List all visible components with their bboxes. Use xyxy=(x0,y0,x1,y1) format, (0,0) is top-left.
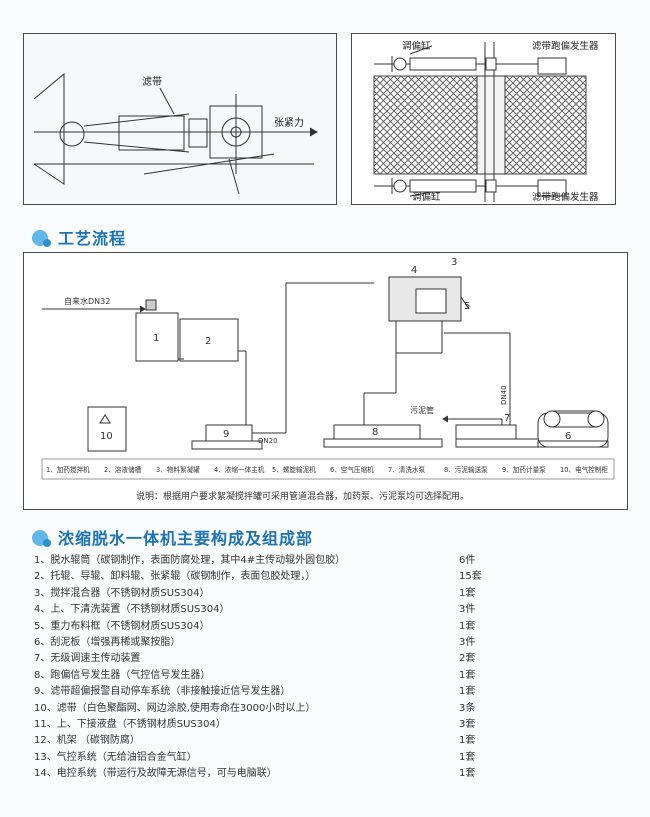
list-item: 6、刮泥板（增强再稀或聚按脂） 3件 xyxy=(34,635,604,651)
list-item: 14、电控系统（带运行及故障无源信号，可与电脑联） 1套 xyxy=(34,766,604,782)
part-qty: 6件 xyxy=(459,555,476,566)
list-item: 11、上、下接液盘（不锈钢材质SUS304） 3套 xyxy=(34,717,604,733)
list-item: 10、滤带（白色聚酯网、网边涂胶,使用寿命在3000小时以上） 3条 xyxy=(34,701,604,717)
inlet-label: 自来水DN32 xyxy=(64,296,110,306)
part-name: 9、滤带超偏报警自动停车系统（非接触接近信号发生器） xyxy=(34,686,291,698)
list-item: 12、机架 （碳钢防腐） 1套 xyxy=(34,733,604,749)
parts-title: 浓缩脱水一体机主要构成及组成部 xyxy=(58,529,314,548)
generator-label-top: 滤带跑偏发生器 xyxy=(532,40,599,52)
part-qty: 2套 xyxy=(459,653,476,665)
part-name: 13、气控系统（无给油铝合金气缸） xyxy=(34,751,197,763)
sludge-pipe-label: 污泥管 xyxy=(410,405,434,415)
legend-item: 10、电气控制柜 xyxy=(560,465,608,474)
list-item: 8、跑偏信号发生器（气控信号发生器） 1套 xyxy=(34,668,604,684)
cylinder-label-bottom: 调偏缸 xyxy=(412,191,441,203)
list-item: 4、上、下清洗装置（不锈钢材质SUS304） 3件 xyxy=(34,602,604,618)
process-section-header: 工艺流程 xyxy=(30,225,126,249)
legend-item: 2、溶液储槽 xyxy=(104,465,142,474)
legend-item: 5、螺旋输泥机 xyxy=(272,465,316,474)
list-item: 5、重力布料框（不锈钢材质SUS304） 1套 xyxy=(34,619,604,635)
part-name: 7、无级调速主传动装置 xyxy=(34,653,141,665)
part-name: 5、重力布料框（不锈钢材质SUS304） xyxy=(34,620,210,632)
wash-pump-number: 7 xyxy=(504,413,510,424)
part-qty: 1套 xyxy=(459,620,476,632)
list-item: 9、滤带超偏报警自动停车系统（非接触接近信号发生器） 1套 xyxy=(34,684,604,700)
screw-conveyor-number: 5 xyxy=(464,301,470,312)
legend-item: 4、浓缩一体主机 xyxy=(214,465,265,474)
parts-section-header: 浓缩脱水一体机主要构成及组成部 xyxy=(30,525,313,549)
part-qty: 3条 xyxy=(459,702,476,714)
dn40-label: DN40 xyxy=(500,385,508,405)
belt-deviation-drawing: 调偏缸 滤带跑偏发生器 调偏缸 滤带跑偏发生器 xyxy=(373,40,599,203)
list-item: 1、脱水辊筒（碳钢制作，表面防腐处理，其中4#主传动辊外圆包胶） 6件 xyxy=(34,553,604,569)
legend-item: 8、污泥输送泵 xyxy=(444,465,488,474)
legend-item: 6、空气压缩机 xyxy=(330,465,374,474)
dosing-pump-number: 9 xyxy=(223,429,229,440)
compressor-number: 6 xyxy=(565,431,571,442)
legend-item: 9、加药计量泵 xyxy=(502,465,546,474)
control-cabinet-number: 10 xyxy=(100,431,113,442)
part-qty: 15套 xyxy=(459,571,482,583)
sludge-pump-number: 8 xyxy=(372,427,378,438)
part-qty: 1套 xyxy=(459,587,476,599)
part-name: 1、脱水辊筒（碳钢制作，表面防腐处理，其中4#主传动辊外圆包胶） xyxy=(34,555,346,566)
part-name: 2、托辊、导辊、卸料辊、张紧辊（碳钢制作，表面包胶处理，） xyxy=(34,571,316,583)
list-item: 7、无级调速主传动装置 2套 xyxy=(34,651,604,667)
bubble-icon xyxy=(30,226,52,248)
parts-list: 1、脱水辊筒（碳钢制作，表面防腐处理，其中4#主传动辊外圆包胶） 6件 2、托辊、… xyxy=(34,553,604,782)
part-qty: 1套 xyxy=(459,669,476,681)
part-qty: 1套 xyxy=(459,751,476,763)
dn20-label: DN20 xyxy=(258,437,278,445)
tension-label: 张紧力 xyxy=(274,116,304,129)
belt-tension-drawing: 滤带 张紧力 xyxy=(33,72,319,195)
tank-1-number: 1 xyxy=(153,333,159,344)
flow-note: 说明：根据用户要求絮凝搅拌罐可采用管道混合器，加药泵、污泥泵均可选择配用。 xyxy=(136,490,469,502)
part-name: 11、上、下接液盘（不锈钢材质SUS304） xyxy=(34,718,226,730)
roller xyxy=(476,75,506,175)
generator-label-bottom: 滤带跑偏发生器 xyxy=(532,191,599,203)
process-flow-diagram: 自来水DN32 1 2 3 4 5 6 7 8 9 10 DN20 污泥管 DN… xyxy=(23,252,628,510)
part-qty: 3套 xyxy=(459,718,476,730)
process-flow-drawing: 自来水DN32 1 2 3 4 5 6 7 8 9 10 DN20 污泥管 DN… xyxy=(41,257,615,502)
bubble-icon xyxy=(30,526,52,548)
part-name: 14、电控系统（带运行及故障无源信号，可与电脑联） xyxy=(34,768,277,780)
belt-deviation-diagram: 调偏缸 滤带跑偏发生器 调偏缸 滤带跑偏发生器 xyxy=(351,33,616,205)
tank-2-number: 2 xyxy=(205,336,211,347)
list-item: 2、托辊、导辊、卸料辊、张紧辊（碳钢制作，表面包胶处理，） 15套 xyxy=(34,569,604,585)
process-title: 工艺流程 xyxy=(58,229,127,248)
list-item: 3、搅拌混合器（不锈钢材质SUS304） 1套 xyxy=(34,586,604,602)
part-name: 8、跑偏信号发生器（气控信号发生器） xyxy=(34,669,211,681)
cylinder-label-top: 调偏缸 xyxy=(402,40,431,52)
part-name: 12、机架 （碳钢防腐） xyxy=(34,735,140,747)
flocculation-tank-number: 3 xyxy=(451,257,457,268)
part-name: 4、上、下清洗装置（不锈钢材质SUS304） xyxy=(34,604,230,616)
part-qty: 3件 xyxy=(459,636,476,648)
warning-icon xyxy=(99,414,111,424)
part-name: 3、搅拌混合器（不锈钢材质SUS304） xyxy=(34,587,210,599)
part-qty: 3件 xyxy=(459,604,476,616)
main-machine-number: 4 xyxy=(411,265,417,276)
legend-item: 1、加药搅拌机 xyxy=(46,465,90,474)
legend-item: 3、物料絮凝罐 xyxy=(156,465,200,474)
belt-label: 滤带 xyxy=(142,75,162,88)
part-qty: 1套 xyxy=(459,735,476,747)
part-qty: 1套 xyxy=(459,686,476,698)
part-qty: 1套 xyxy=(459,768,476,780)
legend-item: 7、清洗水泵 xyxy=(388,465,426,474)
part-name: 6、刮泥板（增强再稀或聚按脂） xyxy=(34,636,181,648)
list-item: 13、气控系统（无给油铝合金气缸） 1套 xyxy=(34,750,604,766)
belt-tension-diagram: 滤带 张紧力 xyxy=(23,33,337,205)
part-name: 10、滤带（白色聚酯网、网边涂胶,使用寿命在3000小时以上） xyxy=(34,702,316,714)
